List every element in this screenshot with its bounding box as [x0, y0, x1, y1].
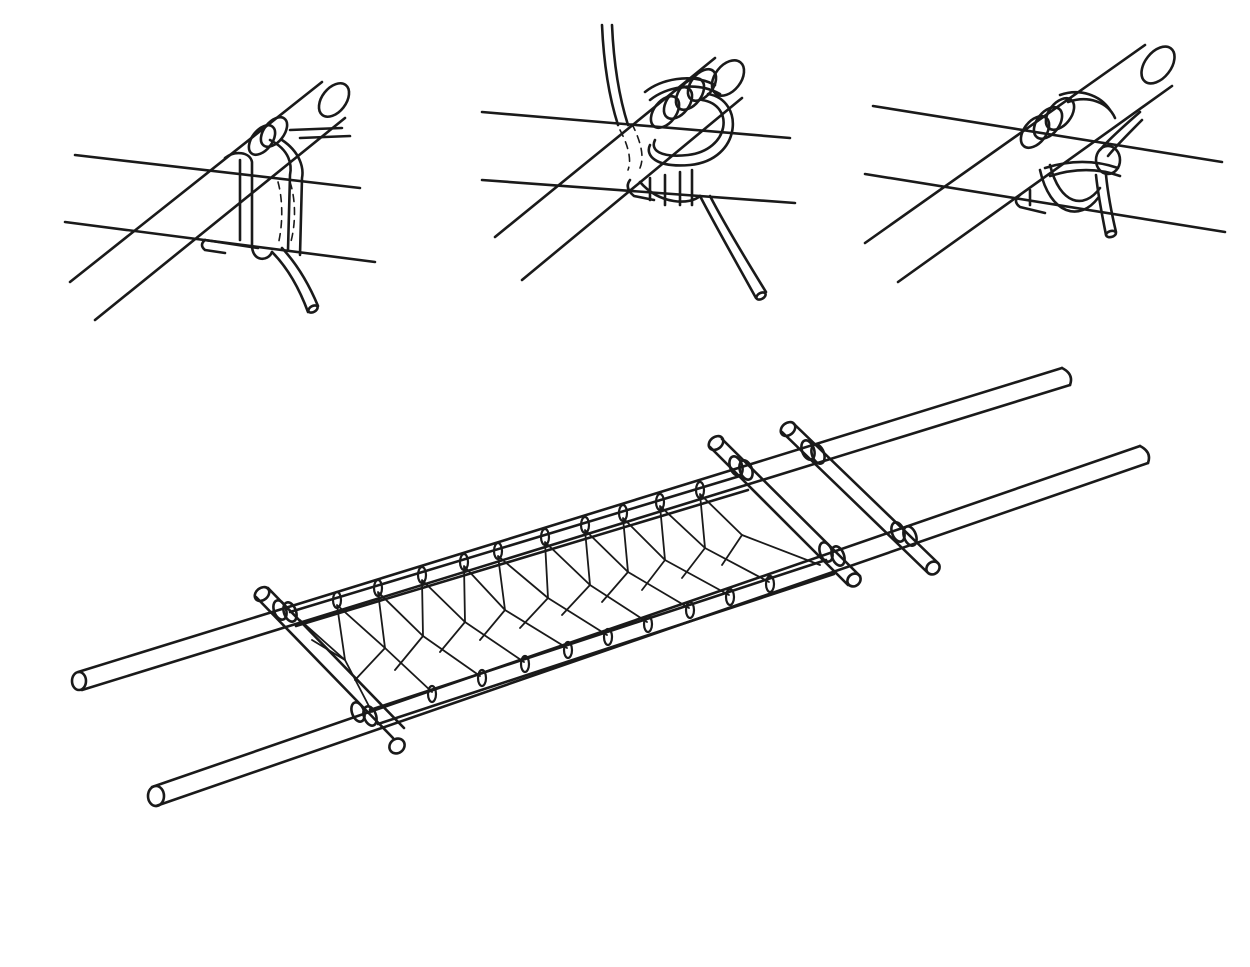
pole — [863, 43, 1176, 284]
stretcher — [70, 366, 1151, 808]
background-lines — [63, 153, 377, 264]
rope-end — [698, 194, 768, 301]
rope-wraps — [1014, 90, 1117, 215]
hidden-rope-dashes — [277, 181, 296, 246]
background-lines — [480, 110, 797, 205]
knot-step-3-panel — [863, 43, 1227, 284]
crossbar — [200, 238, 260, 255]
knot-step-2-panel — [480, 23, 797, 301]
bed-rails — [288, 474, 836, 726]
crossbar-right — [779, 420, 941, 576]
rope-binding — [223, 115, 352, 314]
rope-wraps — [626, 67, 722, 207]
pole-back — [70, 366, 1073, 692]
crossbar-inner-right — [707, 434, 862, 588]
knot-step-1-panel — [63, 80, 377, 322]
tied-knot — [1038, 110, 1144, 239]
hanging-rope — [600, 23, 630, 127]
pole — [68, 80, 351, 322]
hidden-rope-dashes — [619, 123, 643, 171]
rope-free-loop — [647, 92, 735, 167]
lacing-web — [299, 493, 821, 713]
